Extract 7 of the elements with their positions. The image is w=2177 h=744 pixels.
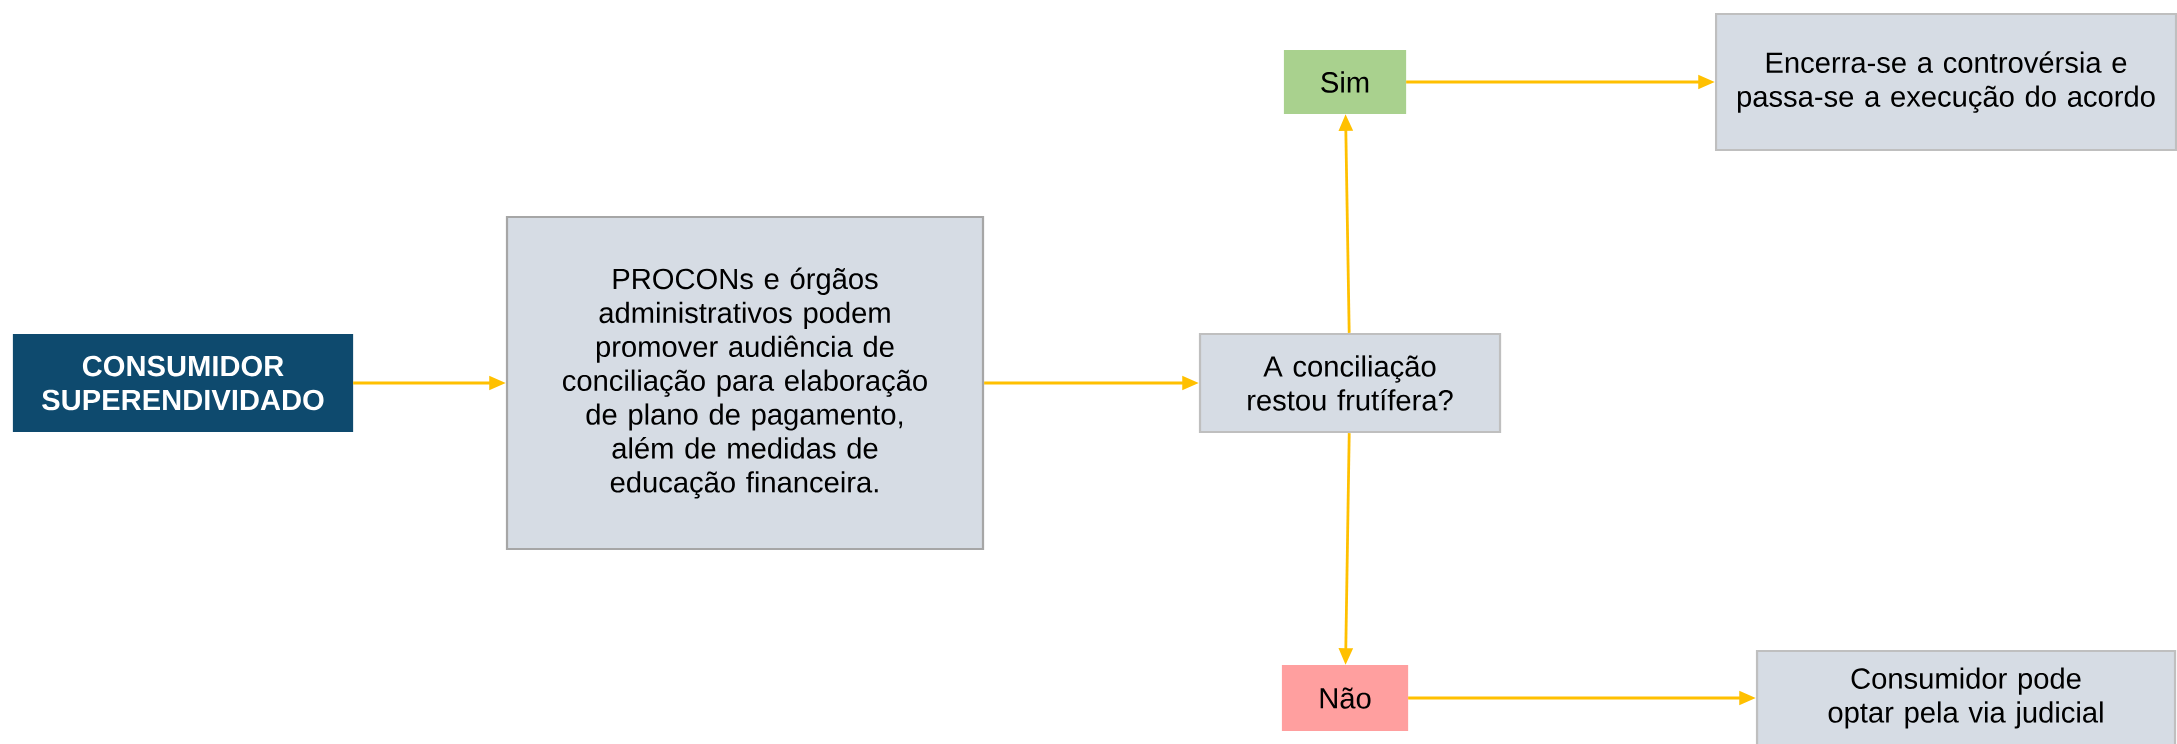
- process-box: PROCONs e órgãos administrativos podem promover audiência de conciliação para elaboração de plano de pagamento, além de medidas de educação financeira.: [505, 215, 985, 551]
- question-box: A conciliação restou frutífera?: [1198, 332, 1502, 434]
- answer-box: Sim: [1283, 49, 1407, 115]
- outcome-box: Encerra-se a controvérsia e passa-se a execução do acordo: [1714, 12, 2177, 152]
- answer-box: Não: [1281, 664, 1409, 732]
- start-box: CONSUMIDOR SUPERENDIVIDADO: [12, 333, 354, 433]
- outcome-box: Consumidor pode optar pela via judicial: [1755, 649, 2177, 744]
